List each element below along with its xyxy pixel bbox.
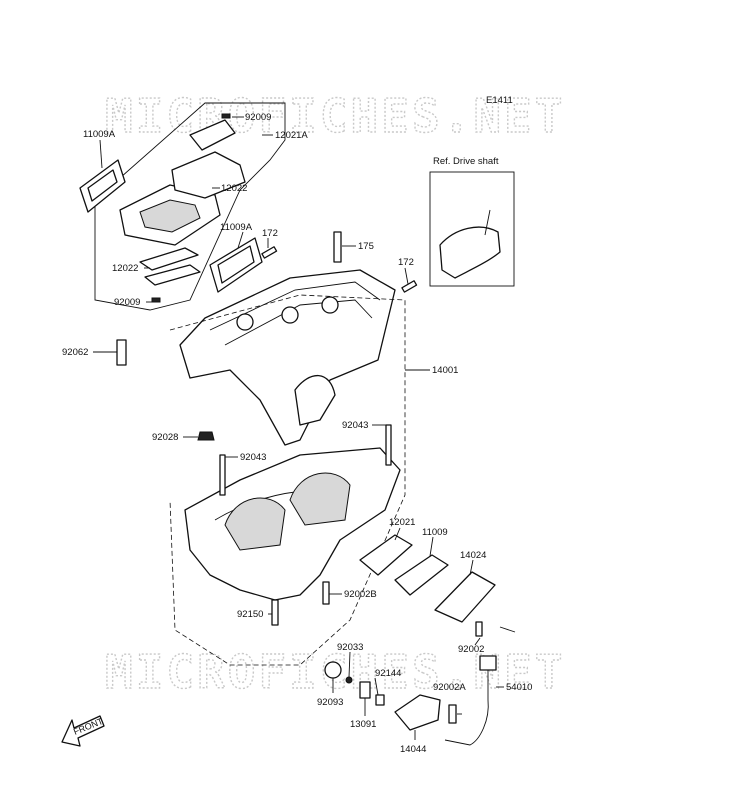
upper-crankcase [179,269,396,446]
label-12021: 12021 [389,517,415,528]
label-172-right: 172 [398,257,414,268]
diagram-code: E1411 [486,95,513,106]
dowel-92062 [116,339,127,366]
label-175: 175 [358,241,374,252]
lower-crankcase-journal-1 [224,497,286,551]
reed-valve-petals [139,199,201,233]
gasket-11009 [394,554,449,596]
crankcase-assembly-outline [169,294,406,666]
reed-gasket-lower-inner [217,245,255,284]
label-14024: 14024 [460,550,486,561]
bolt-92150 [271,599,279,626]
label-54010: 54010 [506,682,532,693]
stud-175 [333,231,342,263]
reed-stopper-plate-mid [171,151,246,199]
cover-14024 [434,571,496,623]
bolt-92002A [448,704,457,724]
cover-plate-12021 [359,534,413,576]
label-92002B: 92002B [344,589,377,600]
label-12021A: 12021A [275,130,308,141]
label-92043-right: 92043 [342,420,368,431]
lower-crankcase-journal-2 [289,472,351,526]
label-11009A-upper: 11009A [83,129,116,140]
ref-drive-shaft-frame [429,171,515,287]
label-92093: 92093 [317,697,343,708]
reed-plate-lower-2 [144,264,201,286]
label-92043-left: 92043 [240,452,266,463]
label-92033: 92033 [337,642,363,653]
nut-92028 [197,431,215,441]
label-92144: 92144 [375,668,401,679]
bolt-92002B [322,581,330,605]
label-92062: 92062 [62,347,88,358]
label-13091: 13091 [350,719,376,730]
reed-stopper-plate-top [189,119,236,151]
label-12022-lower: 12022 [112,263,138,274]
label-14001: 14001 [432,365,458,376]
label-11009A-lower: 11009A [220,222,253,233]
label-92002A: 92002A [433,682,466,693]
reed-plate-lower [139,247,199,271]
bolt-92043-left [219,454,226,496]
ref-drive-shaft-label: Ref. Drive shaft [433,156,499,167]
bolt-92002 [475,621,483,637]
housing-14044 [394,694,441,731]
washer-92033 [345,676,353,684]
label-92009-upper: 92009 [245,112,271,123]
lower-crankcase [184,447,401,601]
screw-92009-top [221,113,231,119]
watermark-top: MICROFICHES.NET [105,89,565,143]
upper-crankcase-bore-3 [321,296,339,314]
label-92028: 92028 [152,432,178,443]
label-11009: 11009 [422,527,448,538]
label-172-left: 172 [262,228,278,239]
label-14044: 14044 [400,744,426,755]
pin-172-left [261,246,278,259]
upper-crankcase-bore-2 [281,306,299,324]
front-arrow [61,715,105,747]
bolt-92043-right [385,424,392,466]
reed-gasket-upper-inner [87,169,118,202]
fitting-54010 [479,655,497,671]
tube-54010 [444,670,489,746]
spring-92144 [375,694,385,706]
leader-lines [93,116,516,740]
label-92150: 92150 [237,609,263,620]
reed-valve-group-frame [94,102,286,311]
drive-shaft-cover [439,226,501,279]
label-92002: 92002 [458,644,484,655]
upper-crankcase-bore-1 [236,313,254,331]
plug-92093 [324,661,342,679]
upper-crankcase-port [294,374,336,426]
bushing-13091 [359,681,371,699]
label-12022-upper: 12022 [221,183,247,194]
pin-172-right [401,280,418,293]
label-92009-lower: 92009 [114,297,140,308]
screw-92009-bottom [151,297,161,303]
